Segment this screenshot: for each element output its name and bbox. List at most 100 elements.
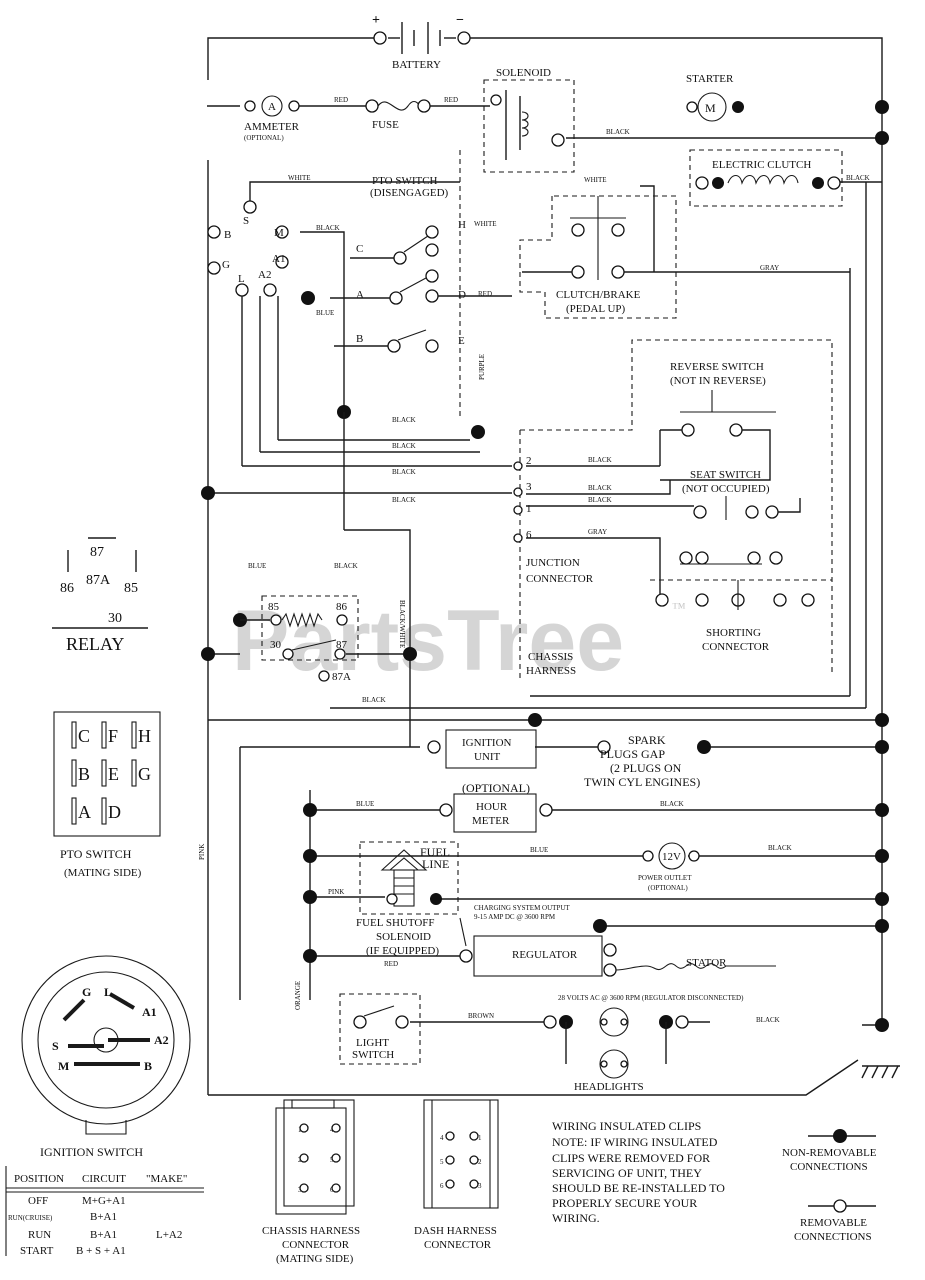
hour-meter-label: HOUR [476,801,508,813]
ign-table-h-make: "MAKE" [146,1173,187,1185]
pto-switch-sub: (DISENGAGED) [370,187,449,199]
wire-label-black-15: BLACK [756,1016,780,1024]
ign-row-off-circuit: M+G+A1 [82,1195,126,1207]
pto-pin-b: B [78,764,90,784]
fuel-shutoff-label3: (IF EQUIPPED) [366,945,439,957]
dash-pin-4: 4 [440,1134,444,1142]
pto-switch-label: PTO SWITCH [372,175,438,187]
relay-box-87: 87 [336,639,348,651]
ignition-unit-label2: UNIT [474,751,501,763]
wire-label-purple: PURPLE [478,354,486,380]
wire-label-blue-4: BLUE [530,846,548,854]
black-wire-runs: BLACK BLACK BLACK BLACK [201,416,512,504]
wire-label-white-1: WHITE [288,174,311,182]
spark-line3: (2 PLUGS ON [610,761,682,775]
hour-meter-label2: METER [472,815,510,827]
right-bus-nodes [861,100,900,1079]
starter-label: STARTER [686,73,734,85]
ign-row-start-circuit: B + S + A1 [76,1245,126,1257]
wire-label-white-3: WHITE [584,176,607,184]
chassis-label2: HARNESS [526,665,576,677]
ignition-switch-drawing: G L A1 S A2 M B IGNITION SWITCH [21,955,191,1159]
relay-box-87a: 87A [332,671,351,683]
reverse-switch-label: REVERSE SWITCH [670,361,764,373]
ign-row-start-pos: START [20,1245,54,1257]
chassis-harness-connector: 1 4 2 5 3 6 CHASSIS HARNESS CONNECTOR (M… [262,1099,360,1265]
ammeter-symbol-text: A [268,101,276,113]
wire-label-orange: ORANGE [294,981,302,1010]
wire-label-white-2: WHITE [474,220,497,228]
pto-contact-h: H [458,219,466,231]
battery-symbol: + − BATTERY [372,13,471,71]
solenoid-label: SOLENOID [496,67,551,79]
chassis-label: CHASSIS [528,651,573,663]
wire-label-black-8: BLACK [392,442,416,450]
ign-table-h-circuit: CIRCUIT [82,1173,126,1185]
wire-label-black-4: BLACK [588,456,612,464]
relay-pin-30: 30 [108,611,122,626]
fuel-line-label2: LINE [422,857,449,871]
light-switch-headlights: LIGHT SWITCH BROWN ORANGE PINK HEADLIGHT… [198,844,780,1093]
spark-line2: PLUGS GAP [600,747,665,761]
legend-nonremovable-2: CONNECTIONS [790,1161,868,1173]
pto-pin-f: F [108,726,118,746]
wire-label-black-7: BLACK [392,416,416,424]
wire-label-gray-2: GRAY [588,528,607,536]
pto-contact-b: B [356,333,363,345]
light-switch-label: LIGHT [356,1037,389,1049]
clutch-brake-sub: (PEDAL UP) [566,303,626,315]
pto-contact-c: C [356,243,363,255]
hour-meter-opt: (OPTIONAL) [462,781,530,795]
note-line6: PROPERLY SECURE YOUR [552,1196,697,1210]
electric-clutch-symbol: ELECTRIC CLUTCH BLACK [689,149,870,207]
ign-row-run-circuit: B+A1 [90,1229,117,1241]
wire-label-black-1: BLACK [606,128,630,136]
wire-label-black-2: BLACK [846,174,870,182]
dash-pin-3: 3 [478,1182,482,1190]
dash-harness-connector: 4 1 5 2 6 3 DASH HARNESS CONNECTOR [414,1099,499,1251]
relay-pin-87: 87 [90,545,104,560]
junction-pin-2: 2 [526,455,532,467]
stator-label: STATOR [686,957,727,969]
reverse-seat-region: REVERSE SWITCH (NOT IN REVERSE) SEAT SWI… [519,339,833,680]
ignition-table: POSITION CIRCUIT "MAKE" OFF M+G+A1 RUN(C… [5,1166,204,1257]
pto-contact-a: A [356,289,364,301]
wire-label-gray-1: GRAY [760,264,779,272]
note-line7: WIRING. [552,1211,600,1225]
ign-row-cruise-circuit: B+A1 [90,1211,117,1223]
note-line4: SERVICING OF UNIT, THEY [552,1166,702,1180]
pto-pin-c: C [78,726,90,746]
junction-label: JUNCTION [526,557,580,569]
pto-pin-g: G [138,764,151,784]
ign-row-run-pos: RUN [28,1229,51,1241]
chassis-conn-label2: CONNECTOR [282,1239,350,1251]
spark-line1: SPARK [628,733,666,747]
solenoid-symbol: SOLENOID BLACK [483,67,630,173]
pto-contact-d: D [458,289,466,301]
power-outlet-sub: (OPTIONAL) [648,884,688,892]
ignition-unit: IGNITION UNIT SPARK PLUGS GAP (2 PLUGS O… [427,713,711,789]
ignition-switch-label: IGNITION SWITCH [40,1145,143,1159]
note-line3: CLIPS WERE REMOVED FOR [552,1151,710,1165]
hour-meter: (OPTIONAL) HOUR METER BLUE BLACK [303,781,684,833]
legend-removable-1: REMOVABLE [800,1217,867,1229]
ign-switch-g: G [82,985,91,999]
fuel-line-label: FUEL [420,845,450,859]
junction-pin-6: 6 [526,529,532,541]
dash-pin-6: 6 [440,1182,444,1190]
shorting-label: SHORTING [706,627,761,639]
pto-pin-h: H [138,726,151,746]
wire-label-red-3: RED [478,290,492,298]
wire-label-red-4: RED [384,960,398,968]
wire-label-brown: BROWN [468,1012,494,1020]
starter-motor: M [705,101,716,115]
relay-pin-87a: 87A [86,573,111,588]
ign-row-run-make: L+A2 [156,1229,182,1241]
junction-label2: CONNECTOR [526,573,594,585]
battery-label: BATTERY [392,59,441,71]
relay-box-86: 86 [336,601,348,613]
ign-g: G [222,259,230,271]
junction-connector: 2 3 1 6 JUNCTION CONNECTOR CHASSIS HARNE… [513,455,594,677]
pto-mating-connector: C F H B E G A D PTO SWITCH (MATING SIDE) [53,711,161,879]
